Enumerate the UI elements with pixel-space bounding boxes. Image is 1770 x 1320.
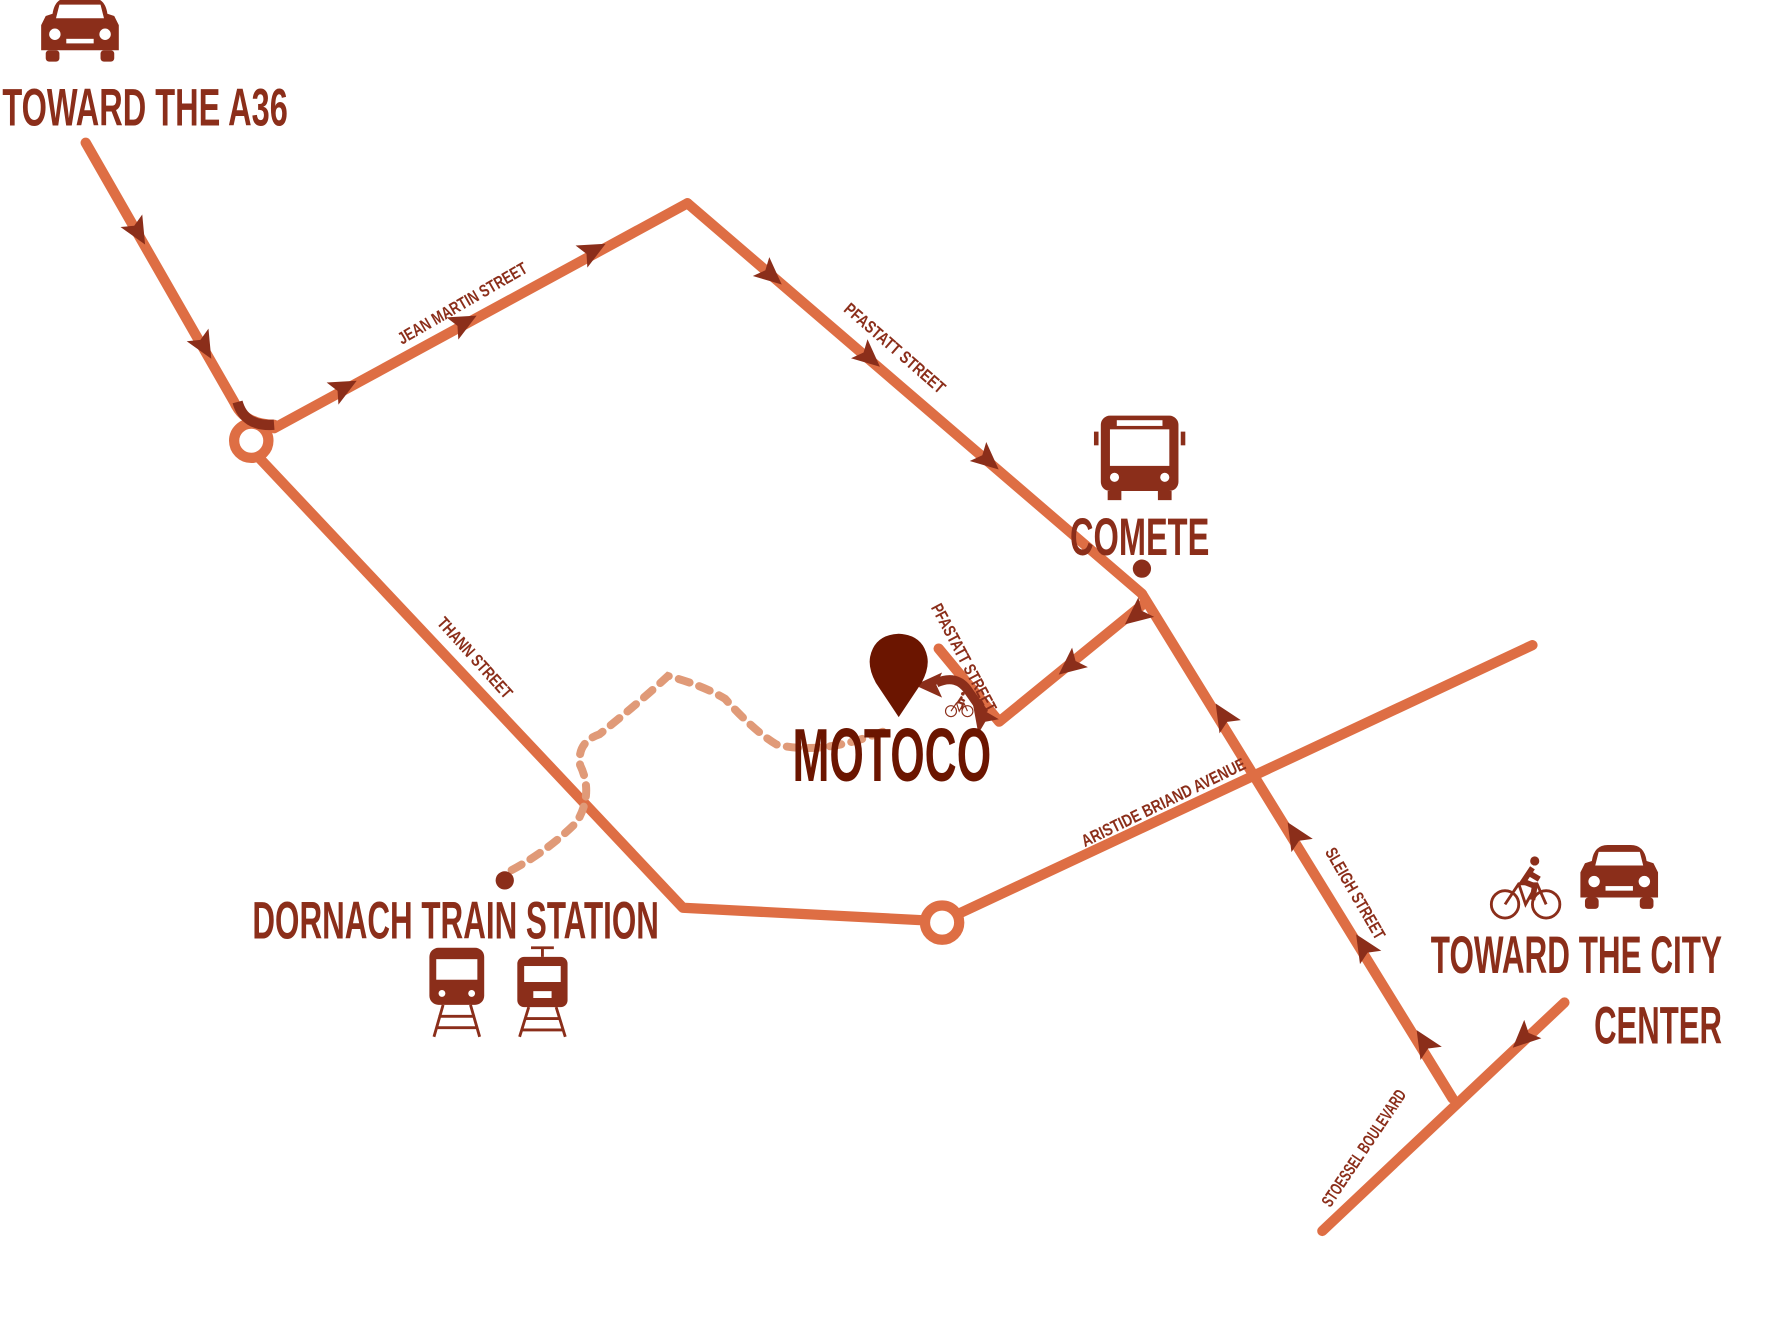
- road-sleigh: [1136, 588, 1458, 1104]
- station-label: DORNACH TRAIN STATION: [252, 892, 659, 951]
- bicycle-icon: [1491, 856, 1560, 918]
- map-pin-icon[interactable]: [869, 633, 928, 718]
- street-pfastatt-short: PFASTATT STREET: [927, 600, 1000, 715]
- motoco-label: MOTOCO: [793, 713, 992, 797]
- motoco-turn: [934, 675, 989, 717]
- car-icon: [41, 0, 119, 62]
- road-aristide: [954, 640, 1538, 919]
- city-center-label-line1: TOWARD THE CITY: [1431, 926, 1722, 985]
- road-thann: [252, 451, 931, 926]
- road-jean-martin: [268, 198, 693, 434]
- bus-icon: [1093, 415, 1186, 501]
- roads: [80, 137, 1570, 1237]
- roundabout-turn: [232, 400, 275, 431]
- city-center-label-line2: CENTER: [1594, 997, 1722, 1056]
- station-marker: [495, 871, 514, 890]
- road-pfastatt-short: [933, 600, 1148, 727]
- tram-icon: [517, 946, 568, 1038]
- train-icon: [429, 947, 485, 1038]
- road-a36: [80, 137, 280, 430]
- a36-label: TOWARD THE A36: [2, 79, 287, 138]
- comete-label: COMETE: [1070, 508, 1209, 567]
- roundabout-south: [919, 900, 965, 945]
- car-icon: [1580, 844, 1659, 909]
- comete-stop-marker: [1132, 559, 1152, 578]
- street-aristide: ARISTIDE BRIAND AVENUE: [1078, 755, 1248, 851]
- footprints-icon: [507, 671, 889, 875]
- road-pfastatt: [682, 198, 1148, 599]
